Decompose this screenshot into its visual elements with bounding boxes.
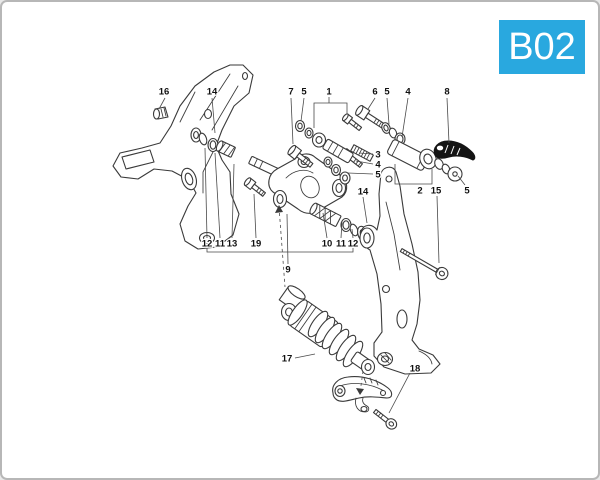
callout-label-18: 18 xyxy=(410,364,421,375)
callout-leader-line xyxy=(290,97,294,145)
bolt-part xyxy=(287,144,314,168)
callout-leader-line xyxy=(436,195,440,264)
callout-label-13: 13 xyxy=(227,239,238,250)
callout-label-7: 7 xyxy=(288,87,293,98)
callout-leader-line xyxy=(211,97,216,134)
callout-leader-line xyxy=(457,175,466,186)
bolt-part xyxy=(372,408,398,430)
callout-label-15: 15 xyxy=(431,186,442,197)
washer-set-part xyxy=(323,122,406,185)
right-bracket-part xyxy=(359,166,441,375)
callout-leader-line xyxy=(386,97,390,125)
lever-part xyxy=(433,140,476,161)
callout-label-11: 11 xyxy=(336,239,347,250)
tie-rod-part xyxy=(294,119,374,164)
callout-label-14: 14 xyxy=(207,87,218,98)
callout-label-16: 16 xyxy=(159,87,170,98)
callout-label-2: 2 xyxy=(417,186,422,197)
callout-leader-line xyxy=(206,248,354,253)
callout-leader-line xyxy=(388,372,411,414)
callout-leader-line xyxy=(347,172,374,175)
callout-label-6: 6 xyxy=(372,87,377,98)
bolt-part xyxy=(243,177,266,197)
callout-label-9: 9 xyxy=(285,265,290,276)
rocker-arm-part xyxy=(268,153,348,214)
callout-label-17: 17 xyxy=(282,354,293,365)
callout-leader-line xyxy=(158,97,166,110)
assembly-guide-line xyxy=(278,206,286,288)
guard-part xyxy=(332,376,393,413)
callout-leader-line xyxy=(294,353,316,359)
callout-label-1: 1 xyxy=(326,87,332,98)
callout-leader-line xyxy=(253,193,257,239)
clevis-part xyxy=(387,139,463,182)
callout-leader-line xyxy=(446,97,450,144)
bushing-part xyxy=(152,106,169,120)
callout-leader-line xyxy=(300,97,305,122)
callout-leader-line xyxy=(351,228,354,239)
callout-label-11: 11 xyxy=(215,239,226,250)
callout-label-12: 12 xyxy=(202,239,213,250)
shock-absorber-part xyxy=(278,285,376,376)
page-code: B02 xyxy=(508,26,576,68)
page-code-badge: B02 xyxy=(499,20,585,74)
callout-leader-line xyxy=(401,97,409,138)
callout-leader-line xyxy=(340,221,343,239)
callout-leader-line xyxy=(204,147,208,239)
long-bolt-part xyxy=(399,248,449,281)
callout-label-5: 5 xyxy=(384,87,390,98)
callout-label-5: 5 xyxy=(464,186,470,197)
guide-arrowhead xyxy=(356,388,364,395)
guide-arrowhead xyxy=(275,205,283,213)
left-bracket-part xyxy=(112,64,254,250)
callout-label-19: 19 xyxy=(251,239,262,250)
callout-label-5: 5 xyxy=(301,87,307,98)
callout-label-14: 14 xyxy=(358,187,369,198)
callout-leader-line xyxy=(367,97,376,110)
callout-leader-line xyxy=(286,213,289,265)
callout-label-4: 4 xyxy=(375,160,381,171)
callout-leader-line xyxy=(362,196,368,224)
bolt-part xyxy=(341,113,363,132)
callout-label-10: 10 xyxy=(322,239,333,250)
callout-label-3: 3 xyxy=(375,150,380,161)
callout-leader-line xyxy=(355,160,374,165)
callout-leader-line xyxy=(358,152,374,155)
callout-label-4: 4 xyxy=(405,87,411,98)
callout-label-8: 8 xyxy=(444,87,449,98)
callout-leader-line xyxy=(231,163,235,239)
callout-label-5: 5 xyxy=(375,170,381,181)
callout-leader-line xyxy=(313,102,348,128)
callout-leader-line xyxy=(322,212,328,239)
callout-leader-line xyxy=(394,164,433,185)
callout-label-12: 12 xyxy=(348,239,359,250)
callout-leader-line xyxy=(214,152,221,239)
